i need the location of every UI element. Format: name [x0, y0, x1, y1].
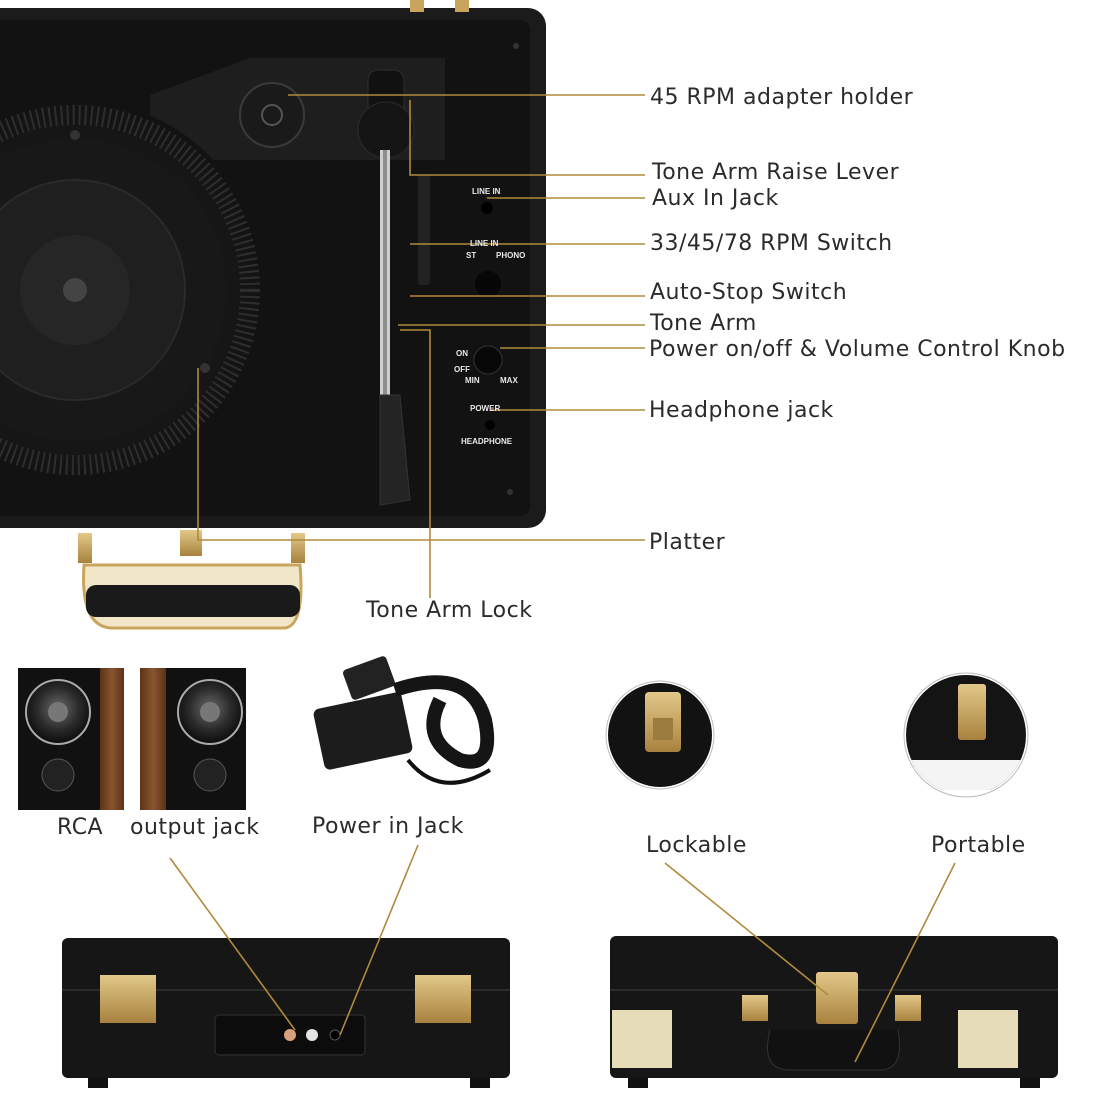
- panel-phono: PHONO: [496, 251, 526, 260]
- panel-max: MAX: [500, 376, 518, 385]
- label-platter: Platter: [649, 530, 726, 555]
- panel-off: OFF: [454, 365, 470, 374]
- label-tone-arm-raise-lever: Tone Arm Raise Lever: [652, 160, 900, 185]
- label-rpm-switch: 33/45/78 RPM Switch: [650, 231, 893, 256]
- leader-lines: [197, 94, 645, 598]
- handle-closeup: [903, 672, 1029, 798]
- label-auto-stop-switch: Auto-Stop Switch: [650, 280, 848, 305]
- case-handle: [78, 530, 305, 630]
- label-portable: Portable: [931, 833, 1026, 858]
- label-output-jack: output jack: [130, 815, 260, 840]
- panel-min: MIN: [465, 376, 480, 385]
- speaker-left: [18, 668, 124, 810]
- panel-st: ST: [466, 251, 477, 260]
- panel-power: POWER: [470, 404, 501, 413]
- case-front-view: [610, 936, 1058, 1088]
- label-adapter-holder: 45 RPM adapter holder: [650, 85, 914, 110]
- panel-line-in: LINE IN: [472, 187, 501, 196]
- label-power-volume-knob: Power on/off & Volume Control Knob: [649, 337, 1066, 362]
- label-headphone-jack: Headphone jack: [649, 398, 834, 423]
- panel-headphone: HEADPHONE: [461, 437, 513, 446]
- label-tone-arm: Tone Arm: [650, 311, 757, 336]
- label-tone-arm-lock: Tone Arm Lock: [366, 598, 533, 623]
- label-rca: RCA: [57, 815, 104, 840]
- speaker-right: [140, 668, 246, 810]
- label-power-in-jack: Power in Jack: [312, 814, 464, 839]
- tone-arm: [357, 69, 430, 506]
- adapter-holder: [239, 82, 305, 148]
- lock-closeup: [605, 680, 715, 790]
- panel-line-in-2: LINE IN: [470, 239, 499, 248]
- panel-on: ON: [456, 349, 468, 358]
- case-back-view: [62, 938, 510, 1088]
- label-lockable: Lockable: [646, 833, 747, 858]
- label-aux-in-jack: Aux In Jack: [652, 186, 779, 211]
- control-panel: [473, 202, 503, 430]
- power-adapter: [313, 656, 495, 785]
